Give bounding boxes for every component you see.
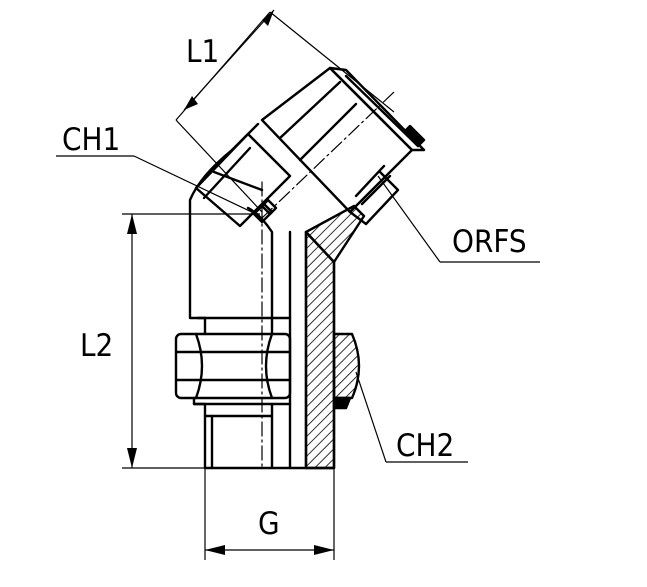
arrow-l1-end-a [184,96,198,110]
section-wall [304,230,361,470]
leader-ch2 [355,371,387,463]
arrow-l1-end-b [262,10,274,26]
center-lines [261,91,395,471]
leader-ch1-diag [133,155,257,215]
hex-nut-ch2-body [174,332,292,400]
label-orfs: ORFS [452,224,527,260]
label-ch1: CH1 [62,122,120,158]
label-g: G [258,506,280,542]
elbow-bend [188,122,366,264]
dimension-l2 [122,213,260,469]
label-l1: L1 [186,34,219,70]
arrow-l2-top [127,214,137,234]
label-ch2: CH2 [396,428,454,464]
arrow-g-left [205,545,225,555]
arrow-l2-bottom [127,448,137,468]
dimension-g [204,468,335,560]
leader-orfs [377,175,441,263]
arrow-g-right [314,545,334,555]
label-l2: L2 [80,328,113,364]
orfs-branch [194,66,426,228]
